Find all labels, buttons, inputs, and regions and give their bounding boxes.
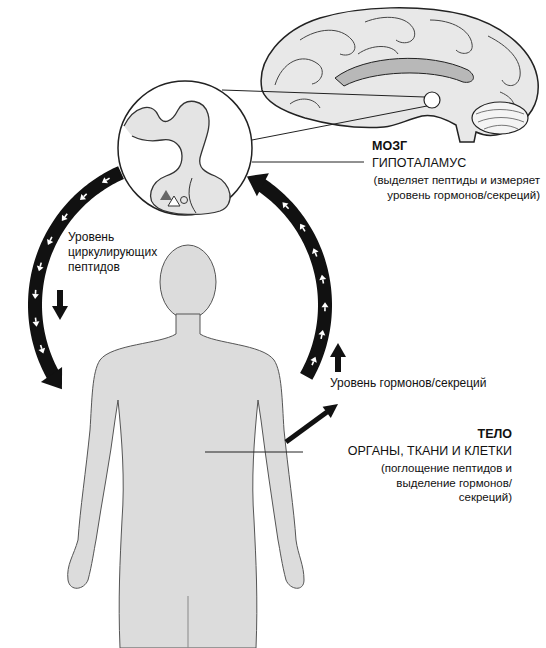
flow-arrow (106, 178, 109, 180)
organ-heading: ТЕЛО (296, 426, 512, 442)
corpus-callosum (335, 58, 473, 86)
flow-arrow (303, 228, 305, 231)
flow-arrow (65, 214, 67, 217)
flow-arrow (324, 307, 326, 311)
flow-arrow (318, 330, 325, 336)
flow-arrow (282, 202, 288, 208)
pituitary-lobe-line (189, 178, 196, 213)
flow-arrow (35, 318, 37, 322)
body-silhouette-outline (62, 240, 306, 648)
brain-leader-line (252, 162, 364, 163)
flow-arrow (32, 321, 39, 326)
flow-arrow (300, 224, 306, 230)
feedback-arrow (247, 173, 329, 376)
peptide-symbol (181, 197, 188, 204)
body-torso (68, 314, 304, 648)
flow-arrow (37, 266, 44, 272)
level-label: Уровень циркулирующих пептидов (68, 230, 160, 275)
flow-arrow (80, 194, 86, 200)
secretion-arrow (286, 404, 338, 442)
flow-arrow (319, 275, 326, 281)
body-leader-line (205, 452, 303, 453)
flow-arrow (50, 237, 52, 241)
flow-arrow (102, 177, 108, 183)
level-label: Уровень гормонов/секреций (330, 376, 530, 391)
feedback-band (261, 185, 325, 377)
brain-gyri (275, 17, 520, 112)
organ-note: (выделяет пептиды и измеряет уровень гор… (330, 173, 540, 202)
flow-arrow (32, 294, 39, 299)
body-silhouette: ТЕЛООРГАНЫ, ТКАНИ И КЛЕТКИ(поглощение пе… (62, 240, 306, 648)
flow-arrow (322, 280, 324, 284)
feedback-band (35, 173, 121, 376)
flow-arrow (38, 348, 45, 354)
flow-arrow (321, 302, 328, 307)
zoom-leader-line (222, 90, 425, 97)
flow-arrow (35, 290, 37, 294)
zoom-circle (118, 81, 252, 215)
flow-arrow (62, 215, 68, 221)
cerebellum (472, 102, 528, 134)
hypothalamus-marker (424, 92, 440, 108)
arrowhead (247, 173, 269, 196)
flow-arrow (84, 194, 87, 197)
pituitary-sketch (124, 101, 230, 214)
body-head (160, 245, 216, 319)
peptide-symbol (160, 190, 172, 200)
flow-arrow (315, 253, 316, 257)
organ-subheading: ГИПОТАЛАМУС (372, 155, 540, 171)
flow-arrow (286, 206, 289, 209)
brain-outline (261, 8, 538, 142)
cerebellum-folds (476, 110, 524, 130)
peptide-symbol (168, 196, 180, 206)
flow-arrow (312, 248, 319, 254)
level-up-arrow (330, 343, 346, 372)
hypothalamus-zoom-outline (117, 80, 253, 216)
arrowhead (41, 367, 62, 389)
organ-note: (поглощение пептидов и выделение гормоно… (370, 461, 512, 505)
leg-gap (188, 596, 189, 648)
flow-arrow (310, 357, 316, 363)
flow-arrow (320, 335, 322, 339)
flow-arrow (47, 239, 53, 245)
flow-arrow (41, 345, 42, 349)
flow-arrow (40, 263, 41, 267)
organ-heading: МОЗГ (372, 138, 540, 154)
flow-arrow (312, 361, 314, 365)
zoom-leader-line (252, 106, 427, 140)
hypothalamus-zoom: МОЗГГИПОТАЛАМУС(выделяет пептиды и измер… (117, 80, 253, 216)
organ-subheading: ОРГАНЫ, ТКАНИ И КЛЕТКИ (296, 443, 512, 459)
level-down-arrow (52, 290, 68, 320)
